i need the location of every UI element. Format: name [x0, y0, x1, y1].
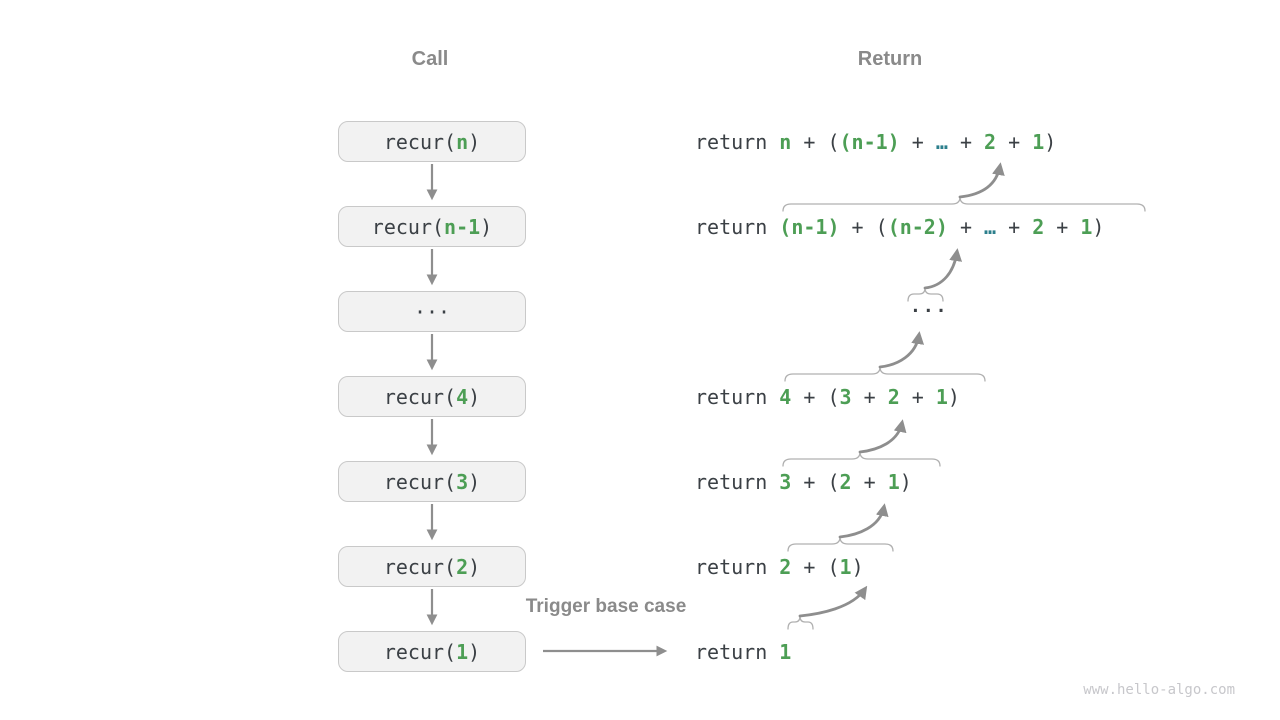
- text-segment: ): [468, 129, 481, 154]
- text-segment: +: [899, 130, 936, 154]
- text-segment: 3: [839, 385, 852, 409]
- return-column-header: Return: [857, 48, 923, 70]
- text-segment: ): [899, 470, 912, 494]
- text-segment: +: [899, 385, 936, 409]
- text-segment: 1: [779, 640, 792, 664]
- text-segment: +: [996, 130, 1033, 154]
- text-segment: + (: [791, 385, 840, 409]
- text-segment: ): [480, 214, 493, 239]
- text-segment: 2: [984, 130, 997, 154]
- text-segment: (n-1): [839, 130, 900, 154]
- return-arrow-icon: [858, 419, 907, 454]
- text-segment: n: [456, 129, 469, 154]
- text-segment: n: [779, 130, 792, 154]
- return-line-3: return 3 + (2 + 1): [695, 468, 912, 496]
- text-segment: + (: [791, 470, 840, 494]
- text-segment: return: [695, 555, 780, 579]
- text-segment: +: [851, 470, 888, 494]
- text-segment: 1: [839, 555, 852, 579]
- text-segment: 1: [887, 470, 900, 494]
- text-segment: return: [695, 640, 780, 664]
- call-column-header: Call: [411, 48, 449, 70]
- text-segment: 2: [1032, 215, 1045, 239]
- call-box-recur-n-1: recur(n-1): [338, 206, 526, 247]
- brace-icon: [782, 196, 1146, 212]
- return-arrow-icon: [958, 162, 1005, 199]
- text-segment: return: [695, 130, 780, 154]
- text-segment: +: [1044, 215, 1081, 239]
- text-segment: 4: [456, 384, 469, 409]
- text-segment: +: [851, 385, 888, 409]
- text-segment: (n-1): [779, 215, 840, 239]
- text-segment: n-1: [444, 214, 481, 239]
- text-segment: + (: [791, 130, 840, 154]
- return-arrow-icon: [878, 331, 925, 369]
- text-segment: ···: [413, 299, 451, 324]
- text-segment: +: [947, 215, 985, 239]
- call-box-recur-2: recur(2): [338, 546, 526, 587]
- text-segment: ): [468, 639, 481, 664]
- text-segment: recur(: [383, 639, 457, 664]
- call-box-recur-4: recur(4): [338, 376, 526, 417]
- text-segment: ): [947, 385, 960, 409]
- text-segment: 1: [1032, 130, 1045, 154]
- text-segment: ...: [910, 296, 949, 317]
- text-segment: recur(: [383, 129, 457, 154]
- text-segment: recur(: [383, 554, 457, 579]
- return-line-2: return 2 + (1): [695, 553, 864, 581]
- call-box-recur-n: recur(n): [338, 121, 526, 162]
- text-segment: recur(: [371, 214, 445, 239]
- text-segment: ): [468, 384, 481, 409]
- brace-icon: [782, 451, 941, 467]
- text-segment: 1: [456, 639, 469, 664]
- text-segment: 3: [456, 469, 469, 494]
- call-box-recur-1: recur(1): [338, 631, 526, 672]
- text-segment: return: [695, 215, 780, 239]
- text-segment: ): [851, 555, 864, 579]
- text-segment: + (: [791, 555, 840, 579]
- text-segment: 3: [779, 470, 792, 494]
- text-segment: 1: [935, 385, 948, 409]
- call-box-recur-3: recur(3): [338, 461, 526, 502]
- return-line-4: return 4 + (3 + 2 + 1): [695, 383, 960, 411]
- brace-icon: [787, 615, 814, 630]
- text-segment: recur(: [383, 384, 457, 409]
- text-segment: 1: [1080, 215, 1093, 239]
- return-line-n: return n + ((n-1) + … + 2 + 1): [695, 128, 1056, 156]
- text-segment: 2: [887, 385, 900, 409]
- text-segment: 2: [839, 470, 852, 494]
- text-segment: 2: [779, 555, 792, 579]
- brace-icon: [787, 536, 894, 552]
- text-segment: …: [984, 215, 997, 239]
- text-segment: ): [468, 469, 481, 494]
- text-segment: (n-2): [887, 215, 948, 239]
- return-arrow-icon: [923, 248, 963, 290]
- brace-icon: [784, 366, 986, 382]
- text-segment: +: [947, 130, 985, 154]
- text-segment: ): [1092, 215, 1105, 239]
- call-box-ellipsis: ···: [338, 291, 526, 332]
- trigger-base-case-label: Trigger base case: [525, 596, 687, 617]
- text-segment: return: [695, 385, 780, 409]
- text-segment: recur(: [383, 469, 457, 494]
- return-line-ellipsis: ...: [910, 296, 949, 317]
- text-segment: 2: [456, 554, 469, 579]
- text-segment: ): [1044, 130, 1057, 154]
- watermark: www.hello-algo.com: [1083, 682, 1235, 698]
- return-arrow-icon: [798, 585, 868, 618]
- return-line-1: return 1: [695, 638, 791, 666]
- text-segment: ): [468, 554, 481, 579]
- text-segment: …: [935, 130, 948, 154]
- return-arrow-icon: [838, 503, 889, 539]
- text-segment: + (: [839, 215, 888, 239]
- text-segment: 4: [779, 385, 792, 409]
- text-segment: +: [996, 215, 1033, 239]
- text-segment: return: [695, 470, 780, 494]
- return-line-n-1: return (n-1) + ((n-2) + … + 2 + 1): [695, 213, 1104, 241]
